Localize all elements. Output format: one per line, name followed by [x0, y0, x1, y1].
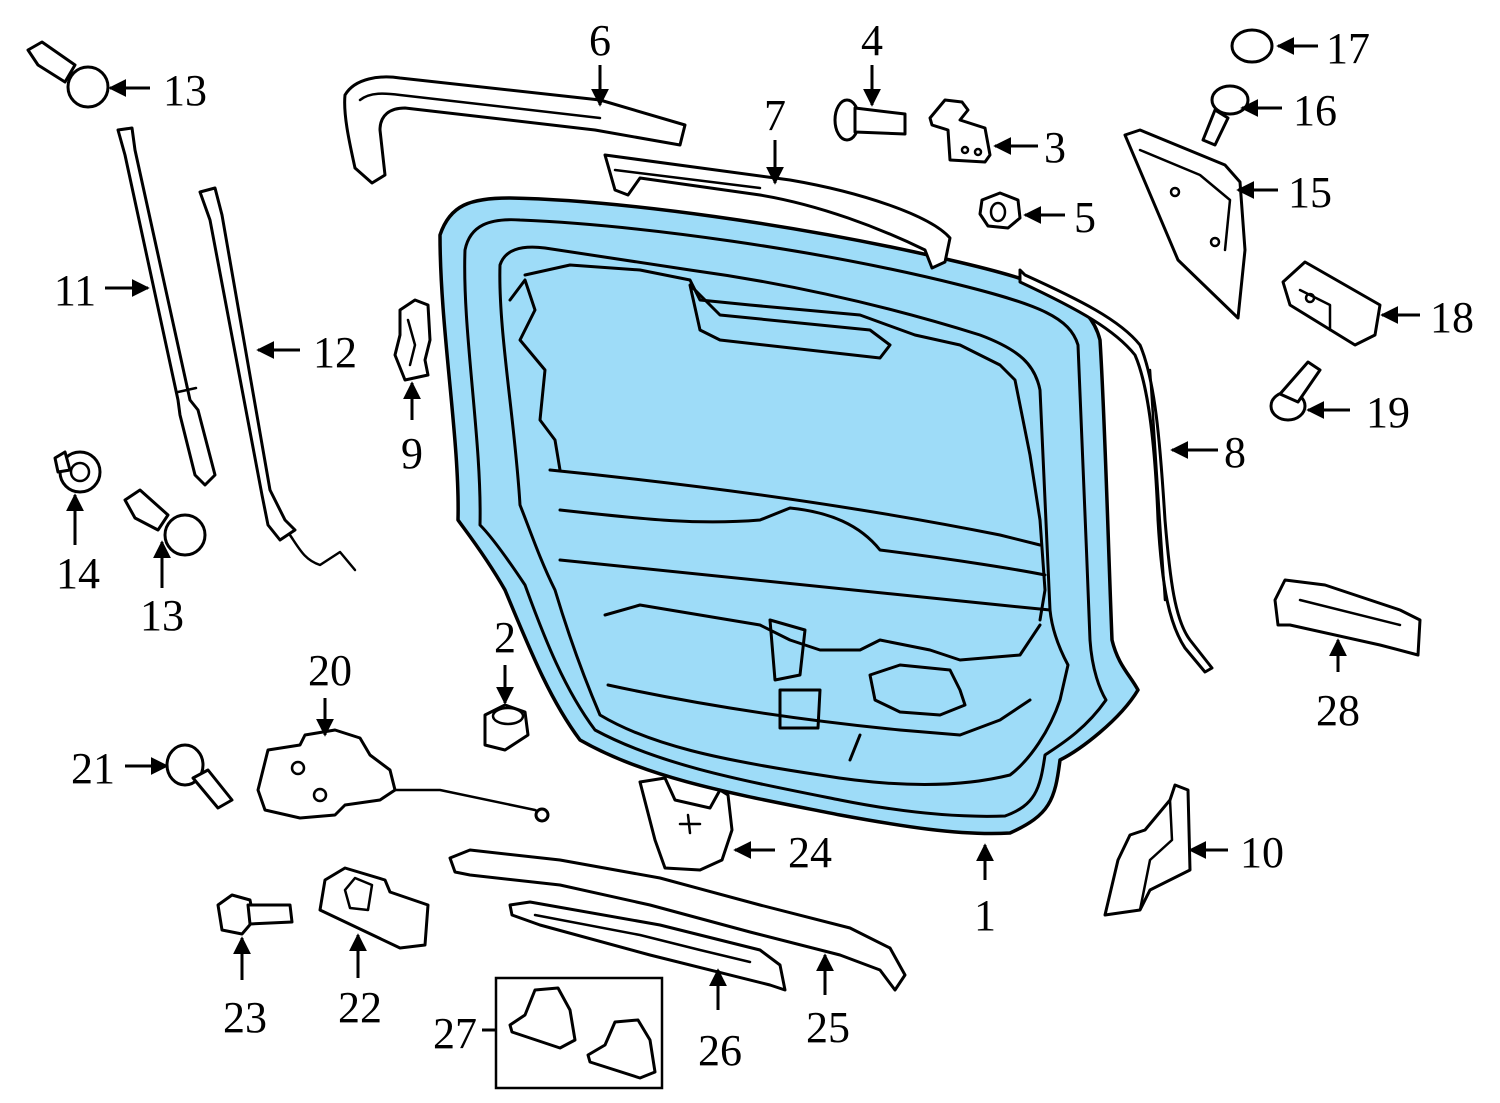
callout-23: 23	[223, 993, 267, 1042]
part-27-clips[interactable]	[494, 976, 664, 1090]
callout-labels: 1 2 3 4 5 6 7 8 9 10 11 12 13 13 14 15 1…	[54, 16, 1474, 1075]
callout-7: 7	[764, 91, 786, 140]
callout-19: 19	[1366, 388, 1410, 437]
part-7-spoiler-trim[interactable]	[603, 153, 952, 270]
callout-11: 11	[54, 266, 96, 315]
part-10-bracket[interactable]	[1103, 783, 1192, 917]
callout-6: 6	[589, 16, 611, 65]
callout-4: 4	[861, 16, 883, 65]
part-16-bolt[interactable]	[1201, 84, 1250, 147]
part-20-latch[interactable]	[256, 728, 550, 823]
callout-28: 28	[1316, 686, 1360, 735]
part-12-lift-support[interactable]	[198, 186, 357, 572]
callout-24: 24	[788, 828, 832, 877]
part-28-handle[interactable]	[1273, 578, 1422, 657]
callout-2: 2	[494, 613, 516, 662]
callout-8: 8	[1224, 428, 1246, 477]
callout-13-top: 13	[163, 66, 207, 115]
callout-20: 20	[308, 646, 352, 695]
part-23-bolt[interactable]	[216, 893, 294, 936]
part-19-bolt[interactable]	[1269, 360, 1322, 422]
part-11-lift-support[interactable]	[116, 126, 217, 487]
callout-15: 15	[1288, 168, 1332, 217]
callout-25: 25	[806, 1003, 850, 1052]
callout-27: 27	[433, 1009, 477, 1058]
part-3-hinge[interactable]	[928, 98, 992, 164]
part-2-bumper-stop[interactable]	[483, 703, 530, 752]
part-15-side-bracket[interactable]	[1123, 128, 1247, 320]
callout-9: 9	[401, 429, 423, 478]
part-22-striker[interactable]	[318, 866, 430, 950]
part-24-reinforcement[interactable]	[638, 776, 734, 872]
callout-26: 26	[698, 1026, 742, 1075]
part-8-side-molding[interactable]	[1018, 268, 1214, 674]
callout-12: 12	[313, 328, 357, 377]
callout-5: 5	[1074, 193, 1096, 242]
callout-arrows	[66, 37, 1420, 1032]
callout-10: 10	[1240, 828, 1284, 877]
part-13-ball-stud-top[interactable]	[26, 40, 110, 109]
part-13-ball-stud-lower[interactable]	[123, 488, 207, 557]
part-1-liftgate[interactable]	[438, 196, 1140, 836]
callout-1: 1	[974, 891, 996, 940]
part-4-bolt[interactable]	[833, 98, 907, 142]
part-18-bracket[interactable]	[1281, 260, 1382, 347]
callout-18: 18	[1430, 293, 1474, 342]
callout-21: 21	[71, 744, 115, 793]
callout-17: 17	[1326, 24, 1370, 73]
callout-13-lower: 13	[140, 591, 184, 640]
part-5-nut[interactable]	[978, 191, 1022, 230]
part-25-garnish[interactable]	[448, 848, 907, 992]
part-21-bolt[interactable]	[165, 743, 234, 810]
callout-16: 16	[1293, 86, 1337, 135]
callout-22: 22	[338, 983, 382, 1032]
part-17-plug[interactable]	[1230, 28, 1274, 64]
callout-14: 14	[56, 549, 100, 598]
part-26-applique[interactable]	[508, 900, 787, 992]
callout-3: 3	[1044, 123, 1066, 172]
part-9-bumper[interactable]	[393, 298, 432, 382]
part-14-grommet[interactable]	[53, 450, 102, 494]
